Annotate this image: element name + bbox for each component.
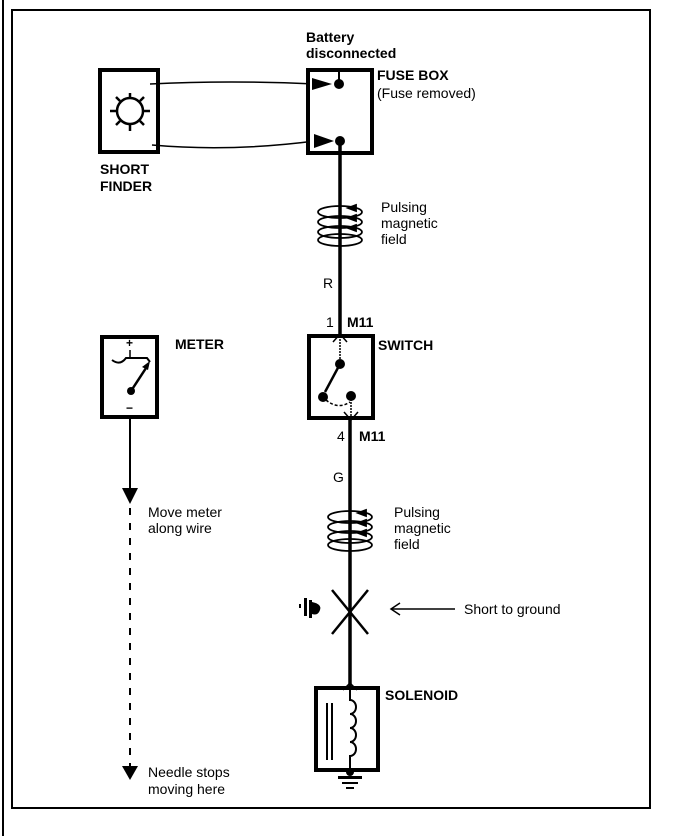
move-meter-line1: Move meter [148, 504, 222, 520]
battery-note-line1: Battery [306, 29, 355, 45]
switch-label: SWITCH [378, 337, 434, 353]
field-label-lower-2: magnetic [394, 520, 451, 536]
magnetic-field-icon-lower [327, 508, 373, 552]
move-meter-line2: along wire [148, 520, 212, 536]
meter-minus-sign: − [126, 401, 134, 415]
short-pointer-arrow [389, 602, 455, 616]
diagram-frame [11, 9, 651, 809]
short-finder [98, 68, 316, 154]
needle-stops-line2: moving here [148, 781, 226, 797]
fuse-box-note: (Fuse removed) [377, 85, 476, 101]
lamp-icon [110, 93, 150, 131]
switch [307, 332, 375, 422]
solenoid-label: SOLENOID [385, 687, 459, 703]
coil-icon [349, 690, 357, 770]
fuse-box-label: FUSE BOX [377, 67, 449, 83]
needle-stops-line1: Needle stops [148, 764, 230, 780]
field-label-lower-1: Pulsing [394, 504, 440, 520]
finder-lead-top [149, 81, 316, 85]
meter [100, 335, 159, 780]
short-to-ground-label: Short to ground [464, 601, 561, 617]
field-label-lower-3: field [394, 536, 420, 552]
page-edge-line [2, 0, 4, 836]
magnetic-field-icon-upper [317, 203, 363, 247]
arrow-down-icon [122, 766, 138, 780]
ground-icon [338, 768, 362, 789]
short-finder-label-line2: FINDER [100, 178, 153, 194]
fuse-box [306, 68, 374, 155]
short-finder-label-line1: SHORT [100, 161, 149, 177]
meter-plus-sign: + [126, 336, 134, 350]
solenoid-box [314, 686, 380, 772]
field-label-upper-2: magnetic [381, 215, 438, 231]
connector-m11-lower: M11 [359, 428, 386, 444]
arrow-icon [312, 78, 332, 90]
switch-box [307, 334, 375, 420]
terminal-dot [334, 79, 344, 89]
short-to-ground-marker [331, 589, 369, 635]
finder-lead-bottom [151, 140, 316, 149]
pin-number-4: 4 [337, 428, 345, 444]
needle-icon [129, 364, 150, 392]
wire-color-r: R [323, 275, 334, 291]
pin-number-1: 1 [326, 314, 334, 330]
meter-label: METER [175, 336, 224, 352]
field-label-upper-1: Pulsing [381, 199, 427, 215]
arrow-icon [314, 134, 334, 148]
solenoid [314, 681, 380, 772]
chassis-ground-icon [299, 598, 321, 618]
connector-m11-upper: M11 [347, 314, 374, 330]
wire-color-g: G [333, 469, 344, 485]
battery-note-line2: disconnected [306, 45, 397, 61]
field-label-upper-3: field [381, 231, 407, 247]
arrow-down-icon [122, 488, 138, 504]
